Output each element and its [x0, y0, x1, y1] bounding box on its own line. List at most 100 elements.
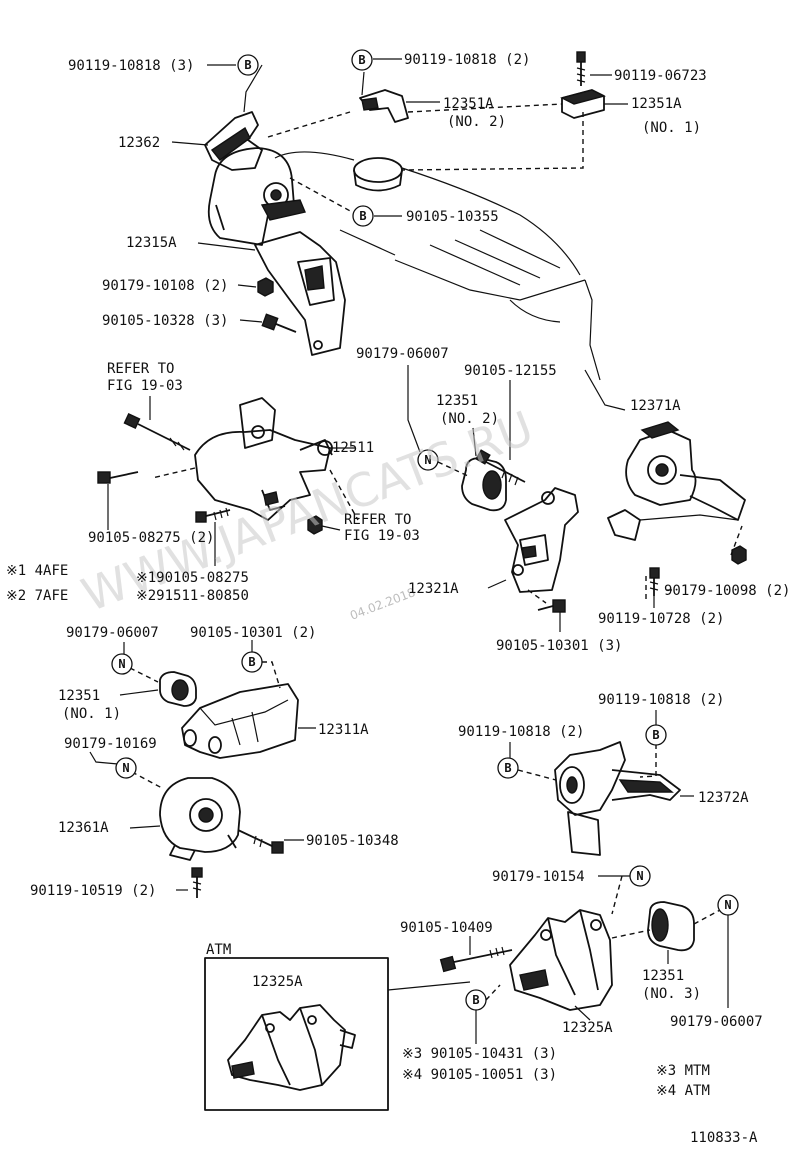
label-l27a: 12351 — [58, 688, 100, 704]
label-l31: 90119-10818 (2) — [458, 724, 584, 740]
part-12361a — [159, 777, 241, 861]
dashed-connectors — [129, 103, 743, 1001]
label-l41b: (NO. 3) — [642, 986, 701, 1002]
label-note-4: ※4 ATM — [656, 1083, 710, 1099]
bolt-short-12511 — [195, 507, 231, 523]
label-l37: 90105-10409 — [400, 920, 493, 936]
stamp-date: 04.02.2018 — [348, 585, 417, 623]
svg-text:B: B — [244, 58, 251, 72]
label-note-3: ※3 MTM — [656, 1063, 710, 1079]
engine-outline — [274, 151, 601, 381]
label-l03: 90119-06723 — [614, 68, 707, 84]
label-l04a: 12351A — [443, 96, 494, 112]
mark-n-4: N — [629, 865, 651, 887]
part-12351-no1-bushing — [159, 671, 197, 707]
part-12372a — [554, 741, 681, 856]
label-l30: 90119-10818 (2) — [598, 692, 724, 708]
label-l40: 12325A — [562, 1020, 613, 1036]
svg-text:N: N — [122, 761, 129, 775]
label-l04b: (NO. 2) — [447, 114, 506, 130]
nut-90179-10108 — [257, 277, 274, 297]
mark-b-7: B — [465, 989, 487, 1011]
label-l08: 12315A — [126, 235, 177, 251]
label-l34: 90105-10348 — [306, 833, 399, 849]
mark-n-1: N — [417, 449, 439, 471]
label-l06: 12362 — [118, 135, 160, 151]
part-12325a — [509, 909, 613, 1011]
label-note-2: ※2 7AFE — [6, 588, 68, 604]
mark-b-3: B — [352, 205, 374, 227]
part-12351-no2-bushing — [461, 457, 507, 512]
label-l18b: FIG 19-03 — [344, 528, 420, 544]
svg-text:B: B — [248, 655, 255, 669]
mark-n-5: N — [717, 894, 739, 916]
svg-text:N: N — [724, 898, 731, 912]
mark-b-5: B — [645, 724, 667, 746]
label-l35: 90179-10154 — [492, 869, 585, 885]
part-labels: 90119-10818 (3) 90119-10818 (2) 90119-06… — [6, 52, 790, 1146]
svg-text:B: B — [504, 761, 511, 775]
mark-b-2: B — [351, 49, 373, 71]
label-l02: 90119-10818 (2) — [404, 52, 530, 68]
label-l13b: (NO. 2) — [440, 411, 499, 427]
bolt-90119-06723 — [576, 51, 586, 86]
label-l09: 90179-10108 (2) — [102, 278, 228, 294]
bolt-90105-08275 — [97, 471, 139, 484]
svg-text:B: B — [359, 209, 366, 223]
label-note-1: ※1 4AFE — [6, 563, 68, 579]
label-l16: 12511 — [332, 440, 374, 456]
label-l28: 12311A — [318, 722, 369, 738]
svg-text:B: B — [652, 728, 659, 742]
label-l15b: FIG 19-03 — [107, 378, 183, 394]
nut-refer-fig — [307, 515, 323, 535]
bolt-90105-10328 — [261, 313, 297, 333]
label-l13a: 12351 — [436, 393, 478, 409]
part-12351a-no2 — [359, 89, 409, 123]
label-l15a: REFER TO — [107, 361, 174, 377]
label-l20: ※291511-80850 — [136, 588, 249, 604]
label-l43: ※3 90105-10431 (3) — [402, 1046, 557, 1062]
label-l29: 90179-10169 — [64, 736, 157, 752]
diagram-id: 110833-A — [690, 1130, 758, 1146]
label-l07: 90105-10355 — [406, 209, 499, 225]
part-12371a — [607, 421, 746, 541]
bolt-long-12511 — [123, 413, 191, 451]
svg-text:N: N — [118, 657, 125, 671]
label-l33: 12361A — [58, 820, 109, 836]
label-l27b: (NO. 1) — [62, 706, 121, 722]
label-l24: 90105-10301 (3) — [496, 638, 622, 654]
svg-text:B: B — [472, 993, 479, 1007]
label-l38: ATM — [206, 942, 231, 958]
part-12511 — [194, 397, 333, 521]
label-l14: 12371A — [630, 398, 681, 414]
atm-inset — [204, 957, 471, 1111]
label-l19: ※190105-08275 — [136, 570, 249, 586]
mark-n-2: N — [111, 653, 133, 675]
label-l25: 90179-06007 — [66, 625, 159, 641]
leader-lines — [89, 58, 729, 1044]
part-12315a — [254, 231, 346, 356]
label-l26: 90105-10301 (2) — [190, 625, 316, 641]
part-12311a — [181, 683, 299, 759]
label-l39: 12325A — [252, 974, 303, 990]
label-l10: 90105-10328 (3) — [102, 313, 228, 329]
label-l23: 90119-10728 (2) — [598, 611, 724, 627]
svg-text:N: N — [424, 453, 431, 467]
bolt-90119-10519 — [191, 867, 203, 898]
label-l05a: 12351A — [631, 96, 682, 112]
part-12321a — [504, 487, 579, 593]
nut-90179-10098 — [731, 545, 747, 565]
mark-b-4: B — [241, 651, 263, 673]
part-12362 — [204, 111, 306, 246]
mark-n-3: N — [115, 757, 137, 779]
label-l12: 90105-12155 — [464, 363, 557, 379]
svg-text:B: B — [358, 53, 365, 67]
part-12351-no3-bushing — [647, 901, 695, 952]
bolt-90105-10348 — [237, 829, 284, 854]
label-l36: 90119-10519 (2) — [30, 883, 156, 899]
label-l44: ※4 90105-10051 (3) — [402, 1067, 557, 1083]
label-l21: 12321A — [408, 581, 459, 597]
label-l32: 12372A — [698, 790, 749, 806]
bolt-90105-10301-3 — [537, 599, 566, 613]
